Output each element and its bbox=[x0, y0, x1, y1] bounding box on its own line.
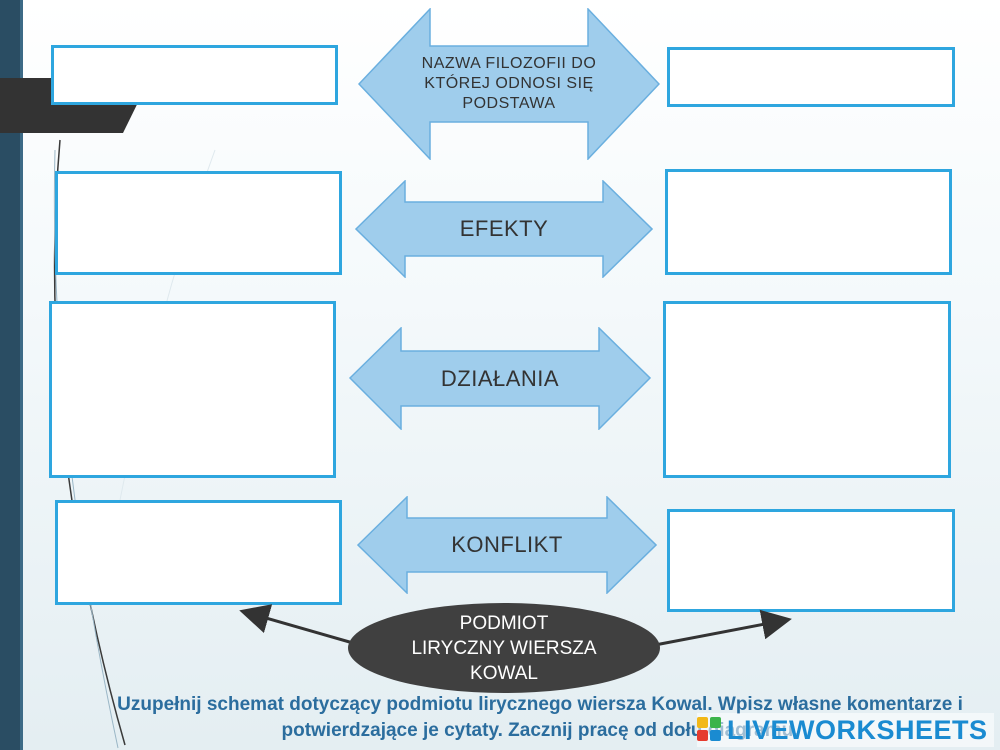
brand-name: LIVEWORKSHEETS bbox=[727, 714, 988, 745]
arrow-label-effects: EFEKTY bbox=[459, 216, 549, 241]
answer-box-right-conflict[interactable] bbox=[667, 509, 955, 612]
double-arrow-effects: EFEKTY bbox=[355, 180, 653, 278]
answer-box-left-conflict[interactable] bbox=[55, 500, 342, 605]
arrow-label-actions: DZIAŁANIA bbox=[440, 365, 560, 391]
connector-arrow-right bbox=[654, 609, 792, 647]
connector-arrow-left bbox=[239, 604, 361, 647]
left-accent-line bbox=[20, 0, 23, 750]
double-arrow-shape bbox=[358, 8, 660, 160]
liveworksheets-badge[interactable]: LIVEWORKSHEETS bbox=[697, 713, 994, 747]
double-arrow-actions: DZIAŁANIA bbox=[349, 327, 651, 430]
double-arrow-shape bbox=[357, 496, 657, 594]
double-arrow-shape bbox=[349, 327, 651, 430]
arrow-label-philosophy: NAZWA FILOZOFII DO KTÓREJ ODNOSI SIĘ POD… bbox=[421, 55, 597, 112]
answer-box-right-effects[interactable] bbox=[665, 169, 952, 275]
double-arrow-shape bbox=[355, 180, 653, 278]
double-arrow-conflict: KONFLIKT bbox=[357, 496, 657, 594]
liveworksheets-logo-icon bbox=[697, 717, 723, 743]
answer-box-left-philosophy[interactable] bbox=[51, 45, 338, 105]
double-arrow-philosophy: NAZWA FILOZOFII DO KTÓREJ ODNOSI SIĘ POD… bbox=[358, 8, 660, 160]
left-accent-bar bbox=[0, 0, 20, 750]
answer-box-right-philosophy[interactable] bbox=[667, 47, 955, 107]
instruction-text: Uzupełnij schemat dotyczący podmiotu lir… bbox=[117, 694, 963, 741]
answer-box-right-actions[interactable] bbox=[663, 301, 951, 478]
arrow-label-conflict: KONFLIKT bbox=[451, 532, 563, 557]
answer-box-left-actions[interactable] bbox=[49, 301, 336, 478]
answer-box-left-effects[interactable] bbox=[55, 171, 342, 275]
lyrical-subject-ellipse: PODMIOT LIRYCZNY WIERSZA KOWAL bbox=[348, 603, 660, 693]
